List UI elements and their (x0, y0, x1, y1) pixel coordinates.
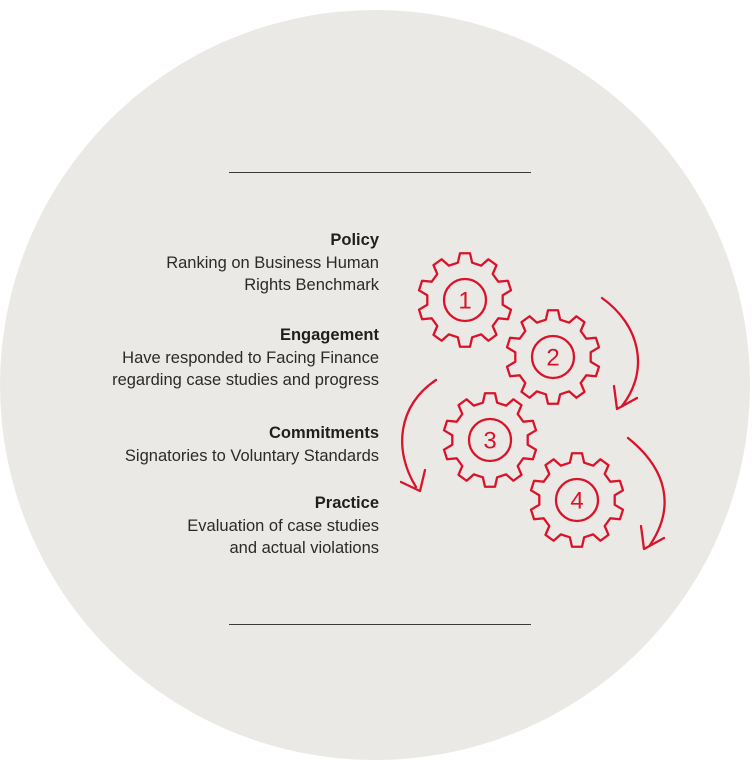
stage-description-line: Signatories to Voluntary Standards (124, 446, 379, 465)
stage-description-line: and actual violations (229, 539, 379, 557)
gear-number: 2 (546, 345, 559, 372)
gear-number: 1 (458, 288, 471, 315)
gear-icon (529, 452, 625, 548)
gear-1: 1 (417, 252, 513, 348)
bottom-divider (229, 624, 531, 625)
gear-4: 4 (529, 452, 625, 548)
stage-engagement: Engagement Have responded to Facing Fina… (112, 324, 379, 392)
stage-description-line: Rights Benchmark (244, 276, 379, 294)
gear-icon (442, 392, 538, 488)
flow-arrow-1 (600, 296, 640, 408)
flow-arrow-2-head (399, 468, 427, 493)
gear-icon (417, 252, 513, 348)
stage-description-line: regarding case studies and progress (112, 371, 379, 389)
gear-number: 4 (570, 488, 583, 515)
gear-number: 3 (483, 428, 496, 455)
flow-arrow-3-head (639, 524, 666, 551)
stage-title: Practice (314, 494, 379, 512)
stage-commitments: Commitments Signatories to Voluntary Sta… (125, 422, 379, 467)
gear-icon (505, 309, 601, 405)
gear-3: 3 (442, 392, 538, 488)
gear-2: 2 (505, 309, 601, 405)
stage-title: Commitments (268, 424, 379, 442)
stage-title: Policy (330, 231, 379, 249)
gear-hub-circle (442, 277, 488, 323)
flow-arrow-2 (401, 378, 438, 489)
stage-description-line: Have responded to Facing Finance (122, 348, 379, 367)
gear-hub-circle (530, 334, 576, 380)
gear-hub-circle (554, 477, 600, 523)
top-divider (229, 172, 531, 173)
stage-description-line: Evaluation of case studies (187, 516, 379, 535)
stage-description-line: Ranking on Business Human (166, 253, 379, 272)
flow-arrow-1-head (612, 384, 639, 411)
gear-hub-circle (467, 417, 513, 463)
stage-policy: Policy Ranking on Business Human Rights … (166, 229, 379, 297)
stage-title: Engagement (279, 326, 379, 344)
background-circle (0, 10, 750, 760)
flow-arrow-3 (626, 436, 666, 547)
stage-practice: Practice Evaluation of case studies and … (187, 492, 379, 560)
